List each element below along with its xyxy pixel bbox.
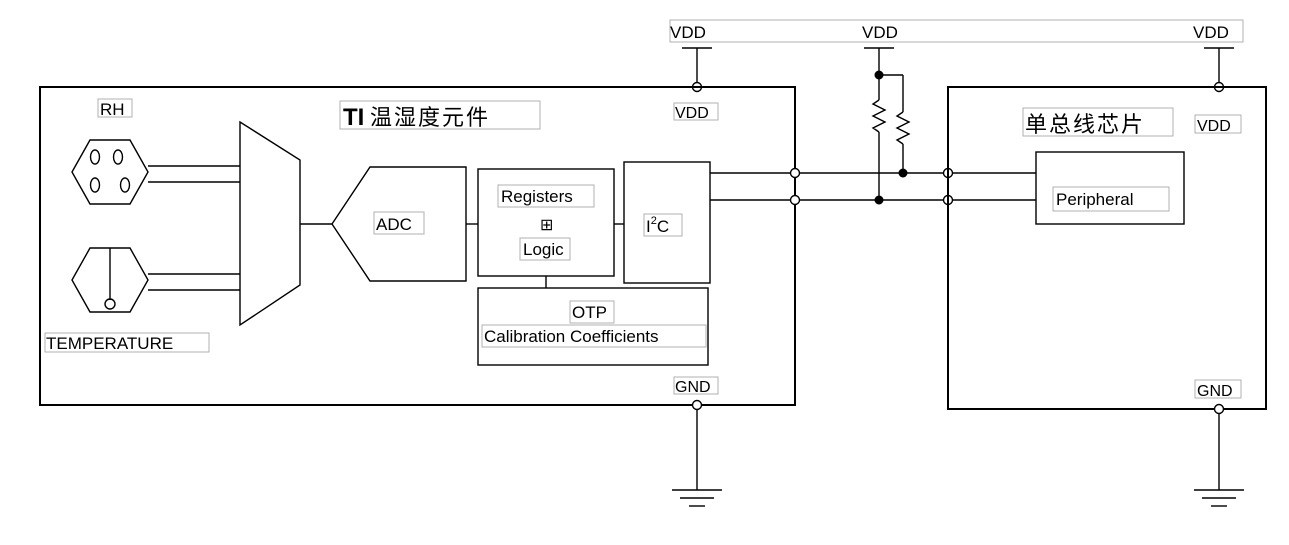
middle-vdd-supply: VDD	[862, 23, 898, 75]
otp-block: OTP Calibration Coefficients	[477, 287, 709, 366]
registers-logic-block: Registers ⊞ Logic	[477, 168, 615, 277]
vdd-rail-frame	[669, 19, 1244, 43]
i2c-suffix: C	[657, 217, 669, 236]
left-chip-title: 温湿度元件	[370, 106, 490, 131]
right-chip-boundary	[947, 86, 1267, 410]
rh-sensor: RH	[71, 98, 149, 205]
registers-label: Registers	[501, 187, 573, 206]
adc-label: ADC	[376, 215, 412, 234]
temperature-label: TEMPERATURE	[46, 334, 173, 353]
right-vdd-supply: VDD	[1193, 23, 1234, 93]
i2c-prefix: I	[646, 217, 651, 236]
i2c-block: I2C	[623, 161, 711, 284]
pull-up-resistors	[871, 70, 911, 205]
right-chip-vdd-pin-label: VDD	[1197, 118, 1231, 135]
i2c-superscript: 2	[651, 215, 657, 227]
peripheral-label: Peripheral	[1056, 190, 1134, 209]
left-ground-icon	[672, 399, 722, 507]
left-chip-gnd-pin-label: GND	[675, 379, 711, 396]
otp-label: OTP	[572, 303, 607, 322]
middle-vdd-label: VDD	[862, 23, 898, 42]
droplet-icon	[89, 149, 101, 165]
left-chip-vdd-pin-label: VDD	[675, 105, 709, 122]
svg-text:I2C: I2C	[646, 215, 669, 236]
resistor-icon	[895, 111, 911, 145]
right-ground-icon	[1194, 403, 1244, 507]
left-vdd-label: VDD	[670, 23, 706, 42]
multiplexer	[239, 120, 301, 327]
resistor-icon	[871, 99, 887, 133]
peripheral-block: Peripheral	[1035, 151, 1185, 225]
calibration-label: Calibration Coefficients	[484, 327, 659, 346]
rh-label: RH	[100, 100, 125, 119]
left-chip-brand: TI	[343, 104, 364, 131]
right-vdd-label: VDD	[1193, 23, 1229, 42]
rh-sensor-hexagon	[71, 139, 149, 205]
logic-label: Logic	[523, 240, 564, 259]
droplet-icon	[89, 177, 101, 193]
temperature-sensor: TEMPERATURE	[44, 247, 210, 353]
droplet-icon	[119, 177, 131, 193]
right-chip-gnd-pin-label: GND	[1197, 383, 1233, 400]
left-vdd-supply: VDD	[670, 23, 712, 93]
adc-block: ADC	[331, 166, 467, 282]
droplet-icon	[112, 149, 124, 165]
temperature-sensor-hexagon	[71, 247, 149, 313]
right-chip-title: 单总线芯片	[1025, 113, 1145, 138]
plus-symbol: ⊞	[540, 217, 553, 234]
left-chip-boundary	[39, 86, 796, 406]
